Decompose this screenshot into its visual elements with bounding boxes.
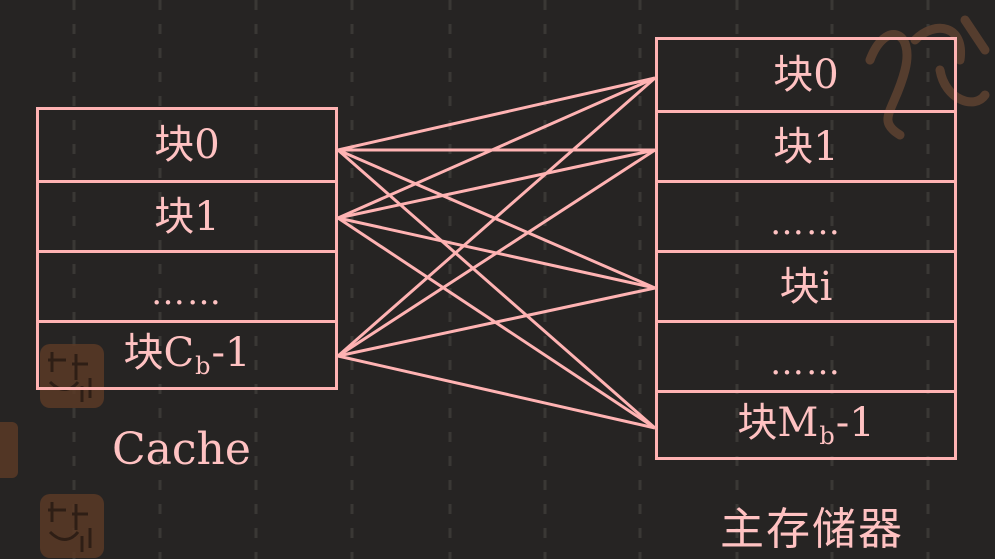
mapping-line [337, 148, 656, 358]
memory-block-last: 块Mb-1 [658, 390, 954, 457]
memory-block-ellipsis: …… [658, 180, 954, 250]
ellipsis-label: …… [770, 202, 842, 243]
block-label: 块i [779, 263, 833, 310]
cache-caption: Cache [112, 424, 251, 475]
block-label: 块Mb-1 [737, 399, 875, 450]
block-label: 块1 [154, 193, 220, 240]
mapping-line [337, 76, 656, 220]
mapping-line [337, 148, 656, 220]
mapping-line [337, 148, 656, 430]
seal-stamp-decoration [0, 422, 18, 478]
ellipsis-label: …… [151, 272, 223, 313]
mapping-line [337, 76, 656, 358]
memory-block-1: 块1 [658, 110, 954, 180]
cache-table: 块0 块1 …… 块Cb-1 [36, 107, 338, 390]
block-label: 块0 [773, 52, 839, 98]
memory-block-i: 块i [658, 250, 954, 320]
main-memory-table: 块0 块1 …… 块i …… 块Mb-1 [655, 37, 957, 460]
cache-block-0: 块0 [39, 110, 335, 180]
memory-caption: 主存储器 [720, 504, 904, 555]
block-label: 块1 [773, 123, 839, 170]
cache-block-last: 块Cb-1 [39, 320, 335, 387]
block-label: 块0 [154, 122, 220, 168]
mapping-line [337, 76, 656, 152]
mapping-line [337, 354, 656, 430]
cache-block-1: 块1 [39, 180, 335, 250]
seal-stamp-decoration [40, 494, 104, 558]
cache-block-ellipsis: …… [39, 250, 335, 320]
mapping-line [337, 286, 656, 358]
ellipsis-label: …… [770, 342, 842, 383]
mapping-line [337, 148, 656, 290]
memory-block-ellipsis: …… [658, 320, 954, 390]
block-label: 块Cb-1 [123, 329, 251, 380]
memory-block-0: 块0 [658, 40, 954, 110]
